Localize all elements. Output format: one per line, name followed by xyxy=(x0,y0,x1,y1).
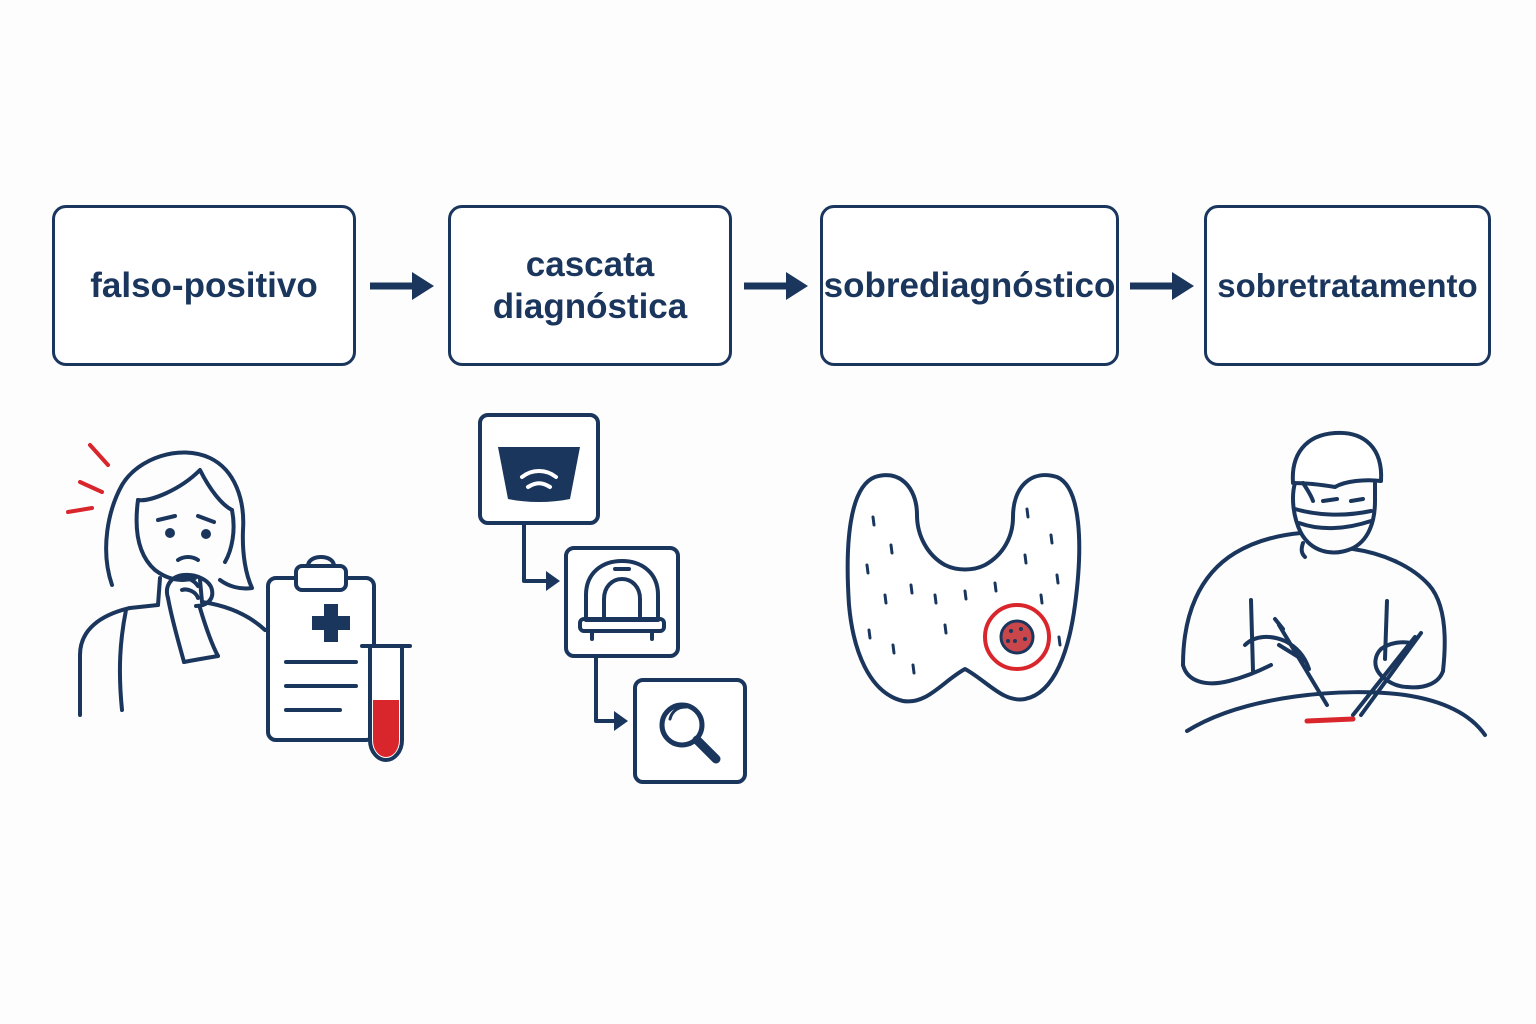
thyroid-nodule-icon xyxy=(845,473,1082,704)
step-false-positive-box: falso-positivo xyxy=(52,205,356,366)
step-overtreatment-box: sobretratamento xyxy=(1204,205,1491,366)
arrow-right-icon xyxy=(744,272,808,300)
step-overdiagnosis-label: sobrediagnóstico xyxy=(823,265,1116,305)
false-positive-illustration xyxy=(66,443,412,762)
arrow-right-icon xyxy=(1130,272,1194,300)
ct-scanner-icon xyxy=(578,559,666,641)
diagnostic-cascade-illustration xyxy=(478,413,747,784)
step-diagnostic-cascade-label-line2: diagnóstica xyxy=(492,286,688,326)
magnifier-icon xyxy=(659,702,721,764)
step-false-positive-label: falso-positivo xyxy=(90,265,318,305)
surgeon-icon xyxy=(1181,430,1487,737)
step-diagnostic-cascade-text: cascata diagnóstica xyxy=(493,244,687,328)
clipboard-medical-cross-icon xyxy=(266,555,376,742)
step-diagnostic-cascade-label-line1: cascata xyxy=(525,244,655,284)
anxious-woman-icon xyxy=(78,450,267,717)
ultrasound-icon xyxy=(498,447,580,502)
step-overdiagnosis-box: sobrediagnóstico xyxy=(820,205,1119,366)
arrow-right-icon xyxy=(370,272,434,300)
step-overtreatment-label: sobretratamento xyxy=(1217,266,1478,304)
step-diagnostic-cascade-box: cascata diagnóstica xyxy=(448,205,732,366)
